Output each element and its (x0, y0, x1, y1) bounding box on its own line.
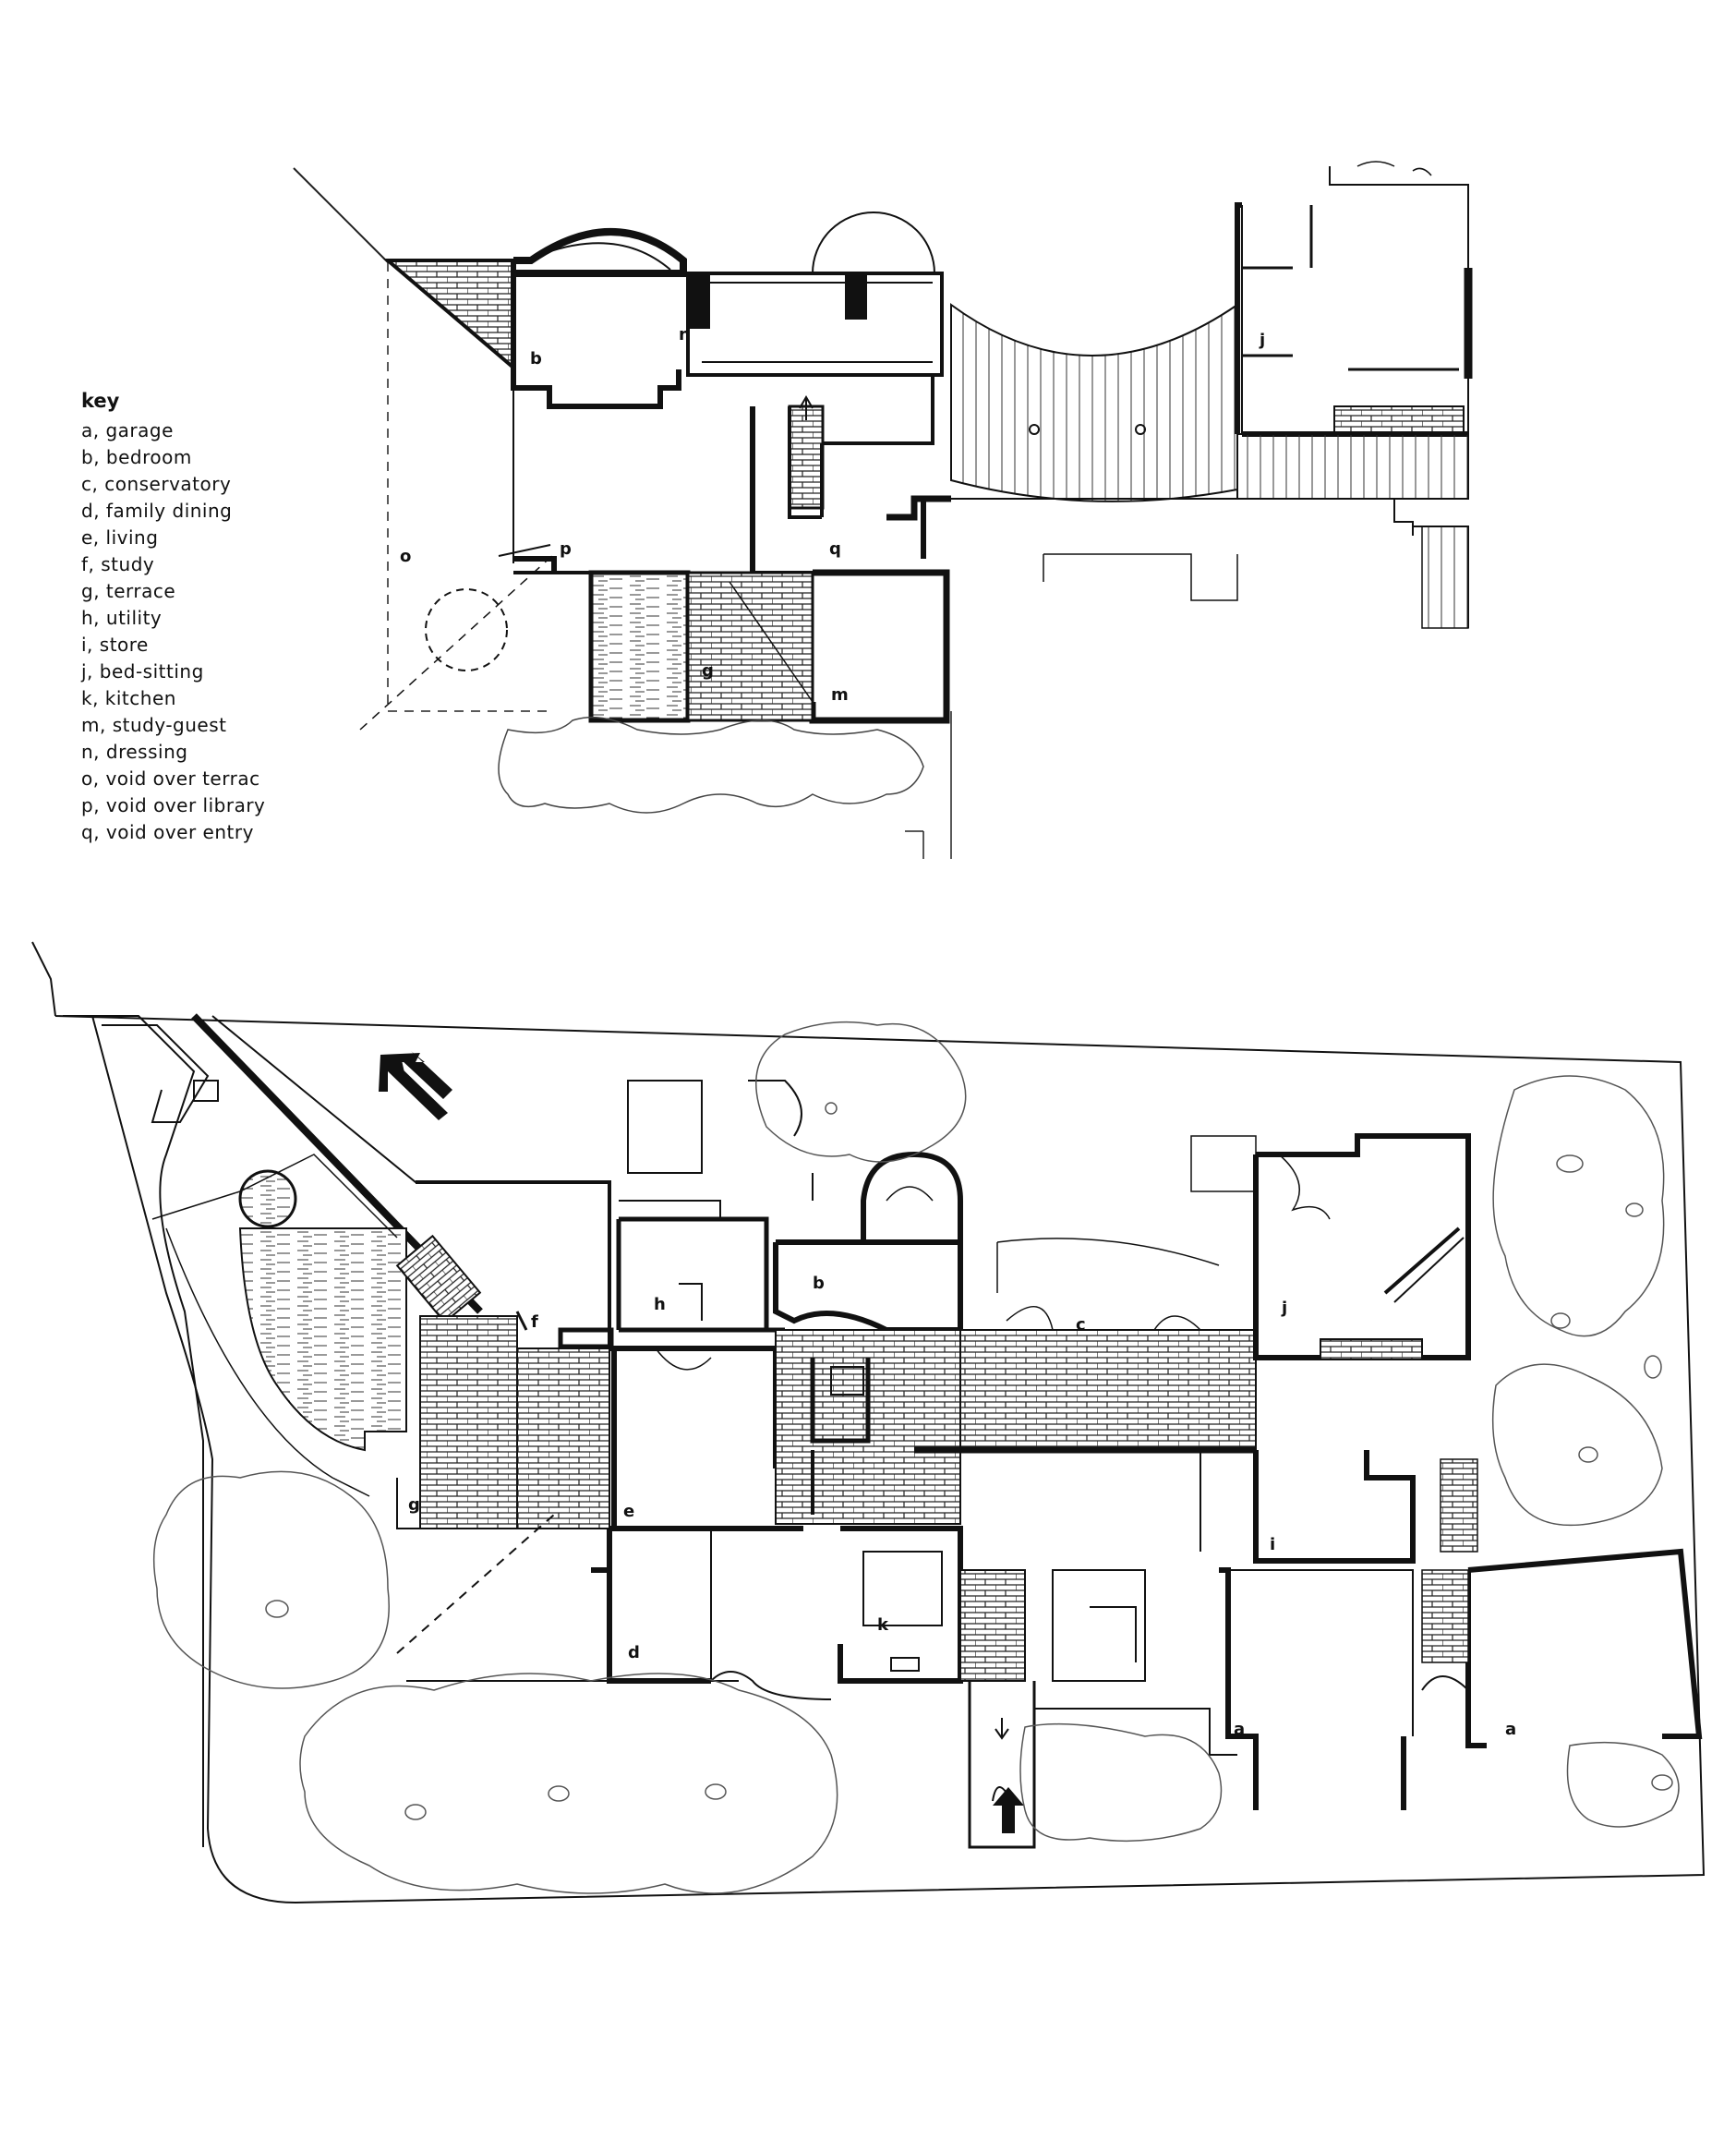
key-item: n, dressing (81, 741, 188, 763)
entry-arrow-icon (993, 1787, 1024, 1833)
upper-site-line (293, 167, 389, 263)
key-item: b, bedroom (81, 446, 192, 468)
upper-bed-sitting-walls (1241, 166, 1469, 435)
lower-label-c: c (1076, 1315, 1086, 1335)
upper-site-line (387, 262, 554, 712)
lower-label-f: f (531, 1312, 538, 1332)
lower-store-walls (1253, 1450, 1416, 1564)
lower-label-h: h (654, 1295, 666, 1314)
lower-label-d: d (628, 1643, 640, 1662)
lower-label-e: e (623, 1502, 634, 1521)
north-arrow-icon (379, 1051, 452, 1120)
key-title: key (81, 390, 120, 412)
lower-bedroom-walls (776, 1151, 963, 1245)
key-item: j, bed-sitting (81, 660, 204, 683)
lower-label-b: b (813, 1274, 825, 1293)
upper-label-b: b (530, 349, 542, 369)
upper-stair (788, 405, 825, 510)
upper-label-o: o (400, 547, 411, 566)
lower-label-a-right: a (1505, 1720, 1516, 1739)
upper-brick-terrace (382, 259, 515, 372)
upper-label-g: g (702, 661, 714, 681)
key-item: p, void over library (81, 794, 266, 816)
key-item: g, terrace (81, 580, 176, 602)
lower-label-j: j (1281, 1299, 1287, 1318)
upper-stair-j (1333, 405, 1465, 433)
key-item: c, conservatory (81, 473, 232, 495)
key-item: a, garage (81, 419, 174, 441)
lower-living-walls (609, 1346, 803, 1531)
lower-tree-canopies (152, 1021, 1680, 1894)
lower-entry-stair (959, 1569, 1026, 1682)
key-item: m, study-guest (81, 714, 227, 736)
lower-label-i: i (1270, 1535, 1275, 1554)
upper-floor-plan: b n j o p q g m (293, 161, 1473, 859)
lower-label-k: k (877, 1615, 889, 1635)
upper-tree-canopy (498, 716, 924, 814)
key-item: i, store (81, 634, 149, 656)
lower-site-boundary (31, 941, 1706, 1904)
key-item: o, void over terrac (81, 767, 260, 790)
upper-label-p: p (560, 539, 572, 559)
upper-label-j: j (1259, 331, 1265, 350)
upper-pool (588, 570, 691, 723)
lower-spa (238, 1169, 297, 1228)
key-item: h, utility (81, 607, 163, 629)
upper-brick-terrace-g (686, 571, 814, 722)
lower-terrace-g (419, 1315, 518, 1529)
lower-utility-walls (616, 1216, 785, 1333)
lower-bed-sitting-walls (1253, 1133, 1471, 1360)
key-item: f, study (81, 553, 155, 575)
upper-label-m: m (831, 685, 849, 705)
upper-dressing-block (686, 272, 944, 377)
key-item: q, void over entry (81, 821, 254, 843)
upper-label-q: q (829, 539, 841, 559)
lower-label-g: g (408, 1495, 420, 1515)
key-list: a, garage b, bedroom c, conservatory d, fam… (81, 417, 321, 846)
plan-key-legend: key a, garage b, bedroom c, conservatory d,… (81, 390, 321, 846)
lower-floor-plan: b h f c j g e i d k a a (31, 941, 1706, 1904)
key-item: k, kitchen (81, 687, 176, 709)
upper-label-n: n (679, 325, 691, 344)
lower-garage-right-walls (1467, 1548, 1703, 1739)
lower-label-a-left: a (1234, 1720, 1245, 1739)
lower-garage-left-walls (1219, 1567, 1259, 1810)
upper-courtyard (950, 303, 1238, 502)
lower-dining-walls (591, 1529, 711, 1684)
key-item: d, family dining (81, 500, 233, 522)
key-item: e, living (81, 526, 159, 549)
upper-bedroom-wall (513, 228, 687, 277)
lower-pool (238, 1227, 407, 1452)
lower-conservatory (959, 1329, 1257, 1451)
